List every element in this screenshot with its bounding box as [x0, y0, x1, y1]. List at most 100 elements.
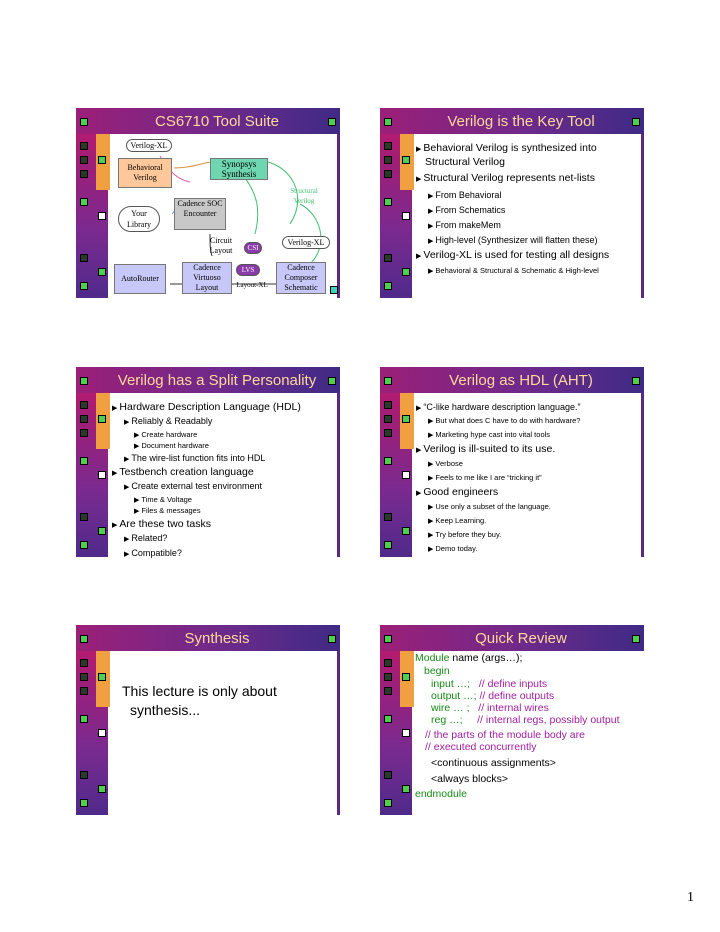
decor-square: [402, 729, 410, 737]
sub-bullet-item: ▶Compatible?: [124, 548, 182, 558]
title-bar: [76, 625, 340, 651]
decor-square: [80, 118, 88, 126]
slide-title: Synthesis: [184, 630, 250, 647]
sub-bullet-item: ▶Reliably & Readably: [124, 416, 213, 426]
your-library-ellipse: Your Library: [118, 206, 160, 232]
decor-square: [402, 268, 410, 276]
decor-square: [80, 715, 88, 723]
decor-square: [98, 156, 106, 164]
sub-bullet-item: ▶Create external test environment: [124, 481, 262, 491]
right-bar: [337, 651, 340, 815]
code-begin: begin: [424, 665, 450, 677]
decor-square: [328, 377, 336, 385]
slide-title: Verilog has a Split Personality: [117, 372, 317, 389]
decor-square: [384, 687, 392, 695]
decor-square: [80, 659, 88, 667]
decor-square: [80, 513, 88, 521]
code-output-line: output …; // define outputs: [431, 690, 555, 702]
verilog-xl-pill: Verilog-XL: [126, 139, 172, 152]
decor-square: [384, 377, 392, 385]
sub-bullet-item: ▶From Schematics: [428, 205, 506, 215]
synthesis-text-line2: synthesis...: [130, 702, 201, 718]
right-bar: [641, 134, 644, 298]
cadence-virtuoso-layout-box: Cadence Virtuoso Layout: [182, 262, 232, 294]
decor-square: [330, 286, 338, 294]
decor-square: [80, 415, 88, 423]
decor-square: [384, 635, 392, 643]
code-input-line: input …; // define inputs: [431, 678, 548, 690]
decor-square: [402, 527, 410, 535]
page-number: 1: [687, 890, 694, 905]
decor-square: [98, 785, 106, 793]
title-bar: [380, 367, 644, 393]
slide-split-personality: Verilog has a Split Personality ▶Hardwar…: [76, 367, 340, 558]
slide-quick-review: Quick Review Module name (args…); begin …: [380, 625, 644, 815]
decor-square: [80, 635, 88, 643]
decor-square: [402, 212, 410, 220]
behavioral-verilog-box: Behavioral Verilog: [118, 158, 172, 188]
decor-square: [384, 541, 392, 549]
decor-square: [80, 541, 88, 549]
bullet-item: ▶Structural Verilog represents net-lists: [416, 172, 595, 184]
decor-square: [80, 799, 88, 807]
sub-bullet-item: ▶From makeMem: [428, 220, 501, 230]
sub-bullet-item: ▶Behavioral & Structural & Schematic & H…: [428, 266, 599, 275]
title-bar: [380, 108, 644, 134]
slide-body: ▶Hardware Description Language (HDL) ▶Re…: [112, 397, 334, 558]
right-bar: [337, 393, 340, 557]
decor-square: [80, 254, 88, 262]
decor-square: [384, 156, 392, 164]
code-continuous-assignments: <continuous assignments>: [431, 757, 556, 769]
code-comment-2: // executed concurrently: [425, 741, 537, 753]
layout-xl-label: Layout-XL: [236, 281, 268, 289]
verilog-xl-right-pill: Verilog-XL: [282, 236, 330, 249]
slide-tool-suite: CS6710 Tool Suite Verilog-XL Behavioral …: [76, 108, 340, 298]
decor-square: [80, 198, 88, 206]
sub-bullet-item: ▶The wire-list function fits into HDL: [124, 453, 266, 463]
sub-bullet-item: ▶Try before they buy.: [428, 530, 502, 539]
sub-bullet-item: ▶Related?: [124, 533, 168, 543]
sub-bullet-item: ▶Feels to me like I are “tricking it”: [428, 473, 542, 482]
decor-square: [384, 170, 392, 178]
structural-verilog-label: Structural Verilog: [290, 187, 318, 205]
decor-square: [80, 377, 88, 385]
code-comment-1: // the parts of the module body are: [425, 729, 585, 741]
decor-square: [384, 415, 392, 423]
decor-square: [384, 198, 392, 206]
code-endmodule: endmodule: [415, 788, 467, 800]
decor-square: [80, 142, 88, 150]
decor-square: [384, 673, 392, 681]
sub-bullet-item: ▶Demo today.: [428, 544, 478, 553]
sub-sub-bullet-item: ▶Files & messages: [134, 506, 201, 515]
slide-body: ▶Behavioral Verilog is synthesized into …: [416, 138, 638, 294]
slide-title: CS6710 Tool Suite: [155, 113, 279, 130]
title-bar: [76, 108, 340, 134]
decor-square: [402, 415, 410, 423]
decor-square: [384, 799, 392, 807]
decor-square: [384, 254, 392, 262]
decor-square: [98, 415, 106, 423]
decor-square: [384, 118, 392, 126]
sub-bullet-item: ▶Keep Learning.: [428, 516, 487, 525]
decor-square: [98, 268, 106, 276]
decor-square: [80, 457, 88, 465]
bullet-item: ▶Verilog is ill-suited to its use.: [416, 443, 556, 455]
decor-square: [384, 429, 392, 437]
slide-synthesis: Synthesis This lecture is only about syn…: [76, 625, 340, 815]
code-reg-line: reg …; // internal regs, possibly output: [431, 714, 620, 726]
sub-bullet-item: ▶From Behavioral: [428, 190, 502, 200]
cadence-composer-schematic-box: Cadence Composer Schematic: [276, 262, 326, 294]
decor-square: [98, 471, 106, 479]
bullet-item: ▶“C-like hardware description language.”: [416, 402, 581, 412]
decor-square: [402, 156, 410, 164]
sub-sub-bullet-item: ▶Document hardware: [134, 441, 209, 450]
bullet-item: ▶Verilog-XL is used for testing all desi…: [416, 249, 610, 261]
decor-square: [384, 457, 392, 465]
decor-square: [98, 673, 106, 681]
decor-square: [402, 471, 410, 479]
decor-square: [328, 635, 336, 643]
slide-verilog-as-hdl: Verilog as HDL (AHT) ▶“C-like hardware d…: [380, 367, 644, 557]
decor-square: [632, 377, 640, 385]
bullet-item: ▶Good engineers: [416, 486, 499, 498]
code-always-blocks: <always blocks>: [431, 773, 509, 785]
